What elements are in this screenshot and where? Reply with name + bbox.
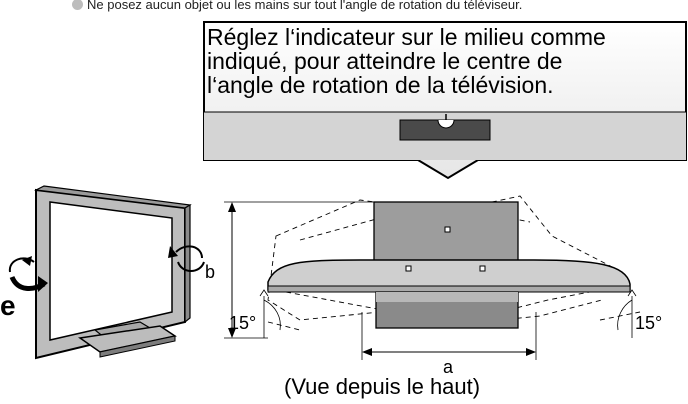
callout-line-1: Réglez l‘indicateur sur le milieu comme [207,24,606,50]
top-note-text: Ne posez aucun objet ou les mains sur to… [87,0,523,12]
callout-line-2: indiqué, pour atteindre le centre de [207,48,563,74]
bullet-icon [72,0,83,10]
callout-box [203,21,687,180]
left-angle-label: 15° [229,313,257,333]
right-angle-label: 15° [635,313,663,333]
view-caption: (Vue depuis le haut) [284,374,481,399]
callout-line-3: l‘angle de rotation de la télévision. [207,72,554,98]
dimension-a-label: a [443,357,454,377]
top-note: Ne posez aucun objet ou les mains sur to… [72,0,688,12]
side-text-fragment: e [0,290,16,321]
rotate-right-arrow-icon [168,245,205,272]
rotate-left-arrow-icon [8,256,48,292]
callout-text: Réglez l‘indicateur sur le milieu comme … [207,25,677,97]
dimension-b-label: b [205,262,216,282]
